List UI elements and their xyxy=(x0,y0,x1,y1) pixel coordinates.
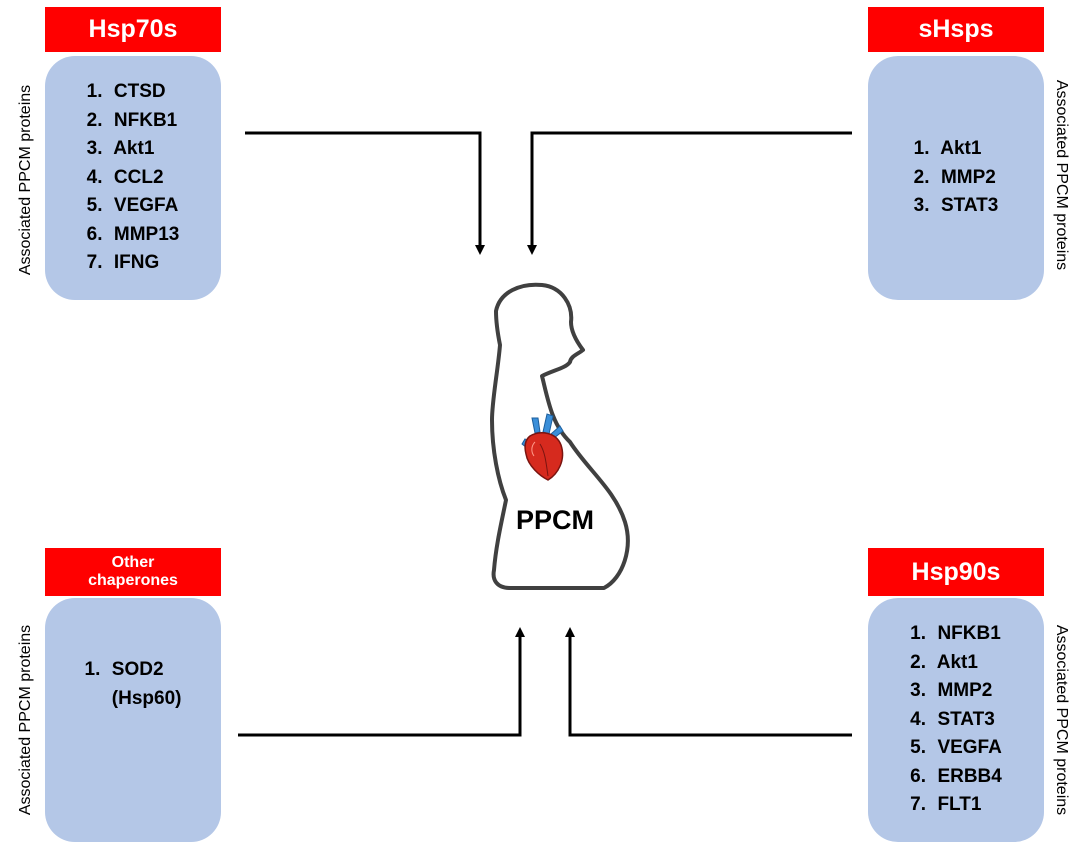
protein-item: 3. MMP2 xyxy=(910,677,1002,706)
protein-item: 1. CTSD xyxy=(87,78,180,107)
protein-name: MMP2 xyxy=(940,166,996,188)
other-chaperones-side-label: Associated PPCM proteins xyxy=(17,624,34,816)
protein-item: 4. CCL2 xyxy=(87,164,180,193)
protein-item: 7. FLT1 xyxy=(910,791,1002,820)
protein-name: Akt1 xyxy=(936,651,978,673)
protein-name: CTSD xyxy=(113,81,166,103)
protein-name: MMP2 xyxy=(937,680,993,702)
protein-number: 5. xyxy=(86,195,103,217)
protein-name: VEGFA xyxy=(113,195,179,217)
protein-number: 2. xyxy=(86,109,103,131)
protein-name: ERBB4 xyxy=(937,765,1002,787)
protein-number: 2. xyxy=(913,166,930,188)
protein-name: MMP13 xyxy=(113,223,180,245)
protein-name: STAT3 xyxy=(937,708,995,730)
hsp90s-header: Hsp90s xyxy=(868,548,1044,596)
protein-number: 1. xyxy=(84,659,101,680)
protein-number: 7. xyxy=(86,252,103,274)
arrow-shsps-to-ppcm xyxy=(527,131,852,255)
hsp70s-header: Hsp70s xyxy=(45,7,221,52)
protein-number: 1. xyxy=(913,138,930,160)
protein-number: 2. xyxy=(910,651,927,673)
protein-name: (Hsp60) xyxy=(111,687,182,709)
other-chaperones-header: Other chaperones xyxy=(45,548,221,596)
protein-item: 1. Akt1 xyxy=(914,135,999,164)
pregnant-woman-silhouette xyxy=(490,282,630,590)
protein-item: 3. STAT3 xyxy=(914,192,999,221)
protein-item: 1. NFKB1 xyxy=(910,620,1002,649)
protein-name: SOD2 xyxy=(111,659,164,680)
other-chaperones-title-line1: Other xyxy=(111,553,155,571)
protein-item: 6. MMP13 xyxy=(87,221,180,250)
arrow-hsp90s-to-ppcm xyxy=(565,627,852,737)
protein-name: STAT3 xyxy=(940,195,999,217)
protein-name: VEGFA xyxy=(937,737,1002,759)
protein-name: NFKB1 xyxy=(937,623,1001,645)
protein-item: 5. VEGFA xyxy=(910,734,1002,763)
protein-item: 2. Akt1 xyxy=(910,649,1002,678)
arrow-hsp70s-to-ppcm xyxy=(245,131,485,255)
protein-name: NFKB1 xyxy=(113,109,178,131)
protein-number: 7. xyxy=(910,794,927,816)
protein-name: Akt1 xyxy=(940,138,982,160)
protein-number: 1. xyxy=(86,81,103,103)
protein-item: 1. SOD2 xyxy=(85,656,182,685)
other-chaperones-title-line2: chaperones xyxy=(88,572,178,589)
protein-item: 2. MMP2 xyxy=(914,164,999,193)
ppcm-label: PPCM xyxy=(515,505,594,535)
protein-name: IFNG xyxy=(113,252,160,274)
protein-item: 4. STAT3 xyxy=(910,706,1002,735)
protein-number: 3. xyxy=(86,138,103,160)
hsp70s-side-label: Associated PPCM proteins xyxy=(17,84,34,276)
protein-number: 3. xyxy=(910,680,927,702)
other-chaperones-protein-list: 1. SOD2 (Hsp60) xyxy=(85,656,182,713)
protein-number: 3. xyxy=(913,195,930,217)
protein-item: 2. NFKB1 xyxy=(87,107,180,136)
protein-number: 4. xyxy=(910,708,927,730)
protein-number: 6. xyxy=(910,765,927,787)
protein-number: 5. xyxy=(910,737,927,759)
protein-name: Akt1 xyxy=(113,138,155,160)
protein-item: 5. VEGFA xyxy=(87,192,180,221)
protein-item: 6. ERBB4 xyxy=(910,763,1002,792)
other-chaperones-panel: 1. SOD2 (Hsp60) xyxy=(45,598,221,842)
hsp90s-side-label: Associated PPCM proteins xyxy=(1053,624,1070,816)
shsps-side-label: Associated PPCM proteins xyxy=(1053,79,1070,271)
protein-number: 4. xyxy=(86,166,103,188)
protein-number: 6. xyxy=(86,223,103,245)
arrow-other-to-ppcm xyxy=(238,627,525,737)
protein-item: (Hsp60) xyxy=(85,685,182,714)
protein-number: 1. xyxy=(910,623,927,645)
protein-name: CCL2 xyxy=(113,166,164,188)
protein-name: FLT1 xyxy=(937,794,982,816)
heart-icon xyxy=(521,413,564,481)
shsps-header: sHsps xyxy=(868,7,1044,52)
protein-item: 3. Akt1 xyxy=(87,135,180,164)
protein-item: 7. IFNG xyxy=(87,249,180,278)
